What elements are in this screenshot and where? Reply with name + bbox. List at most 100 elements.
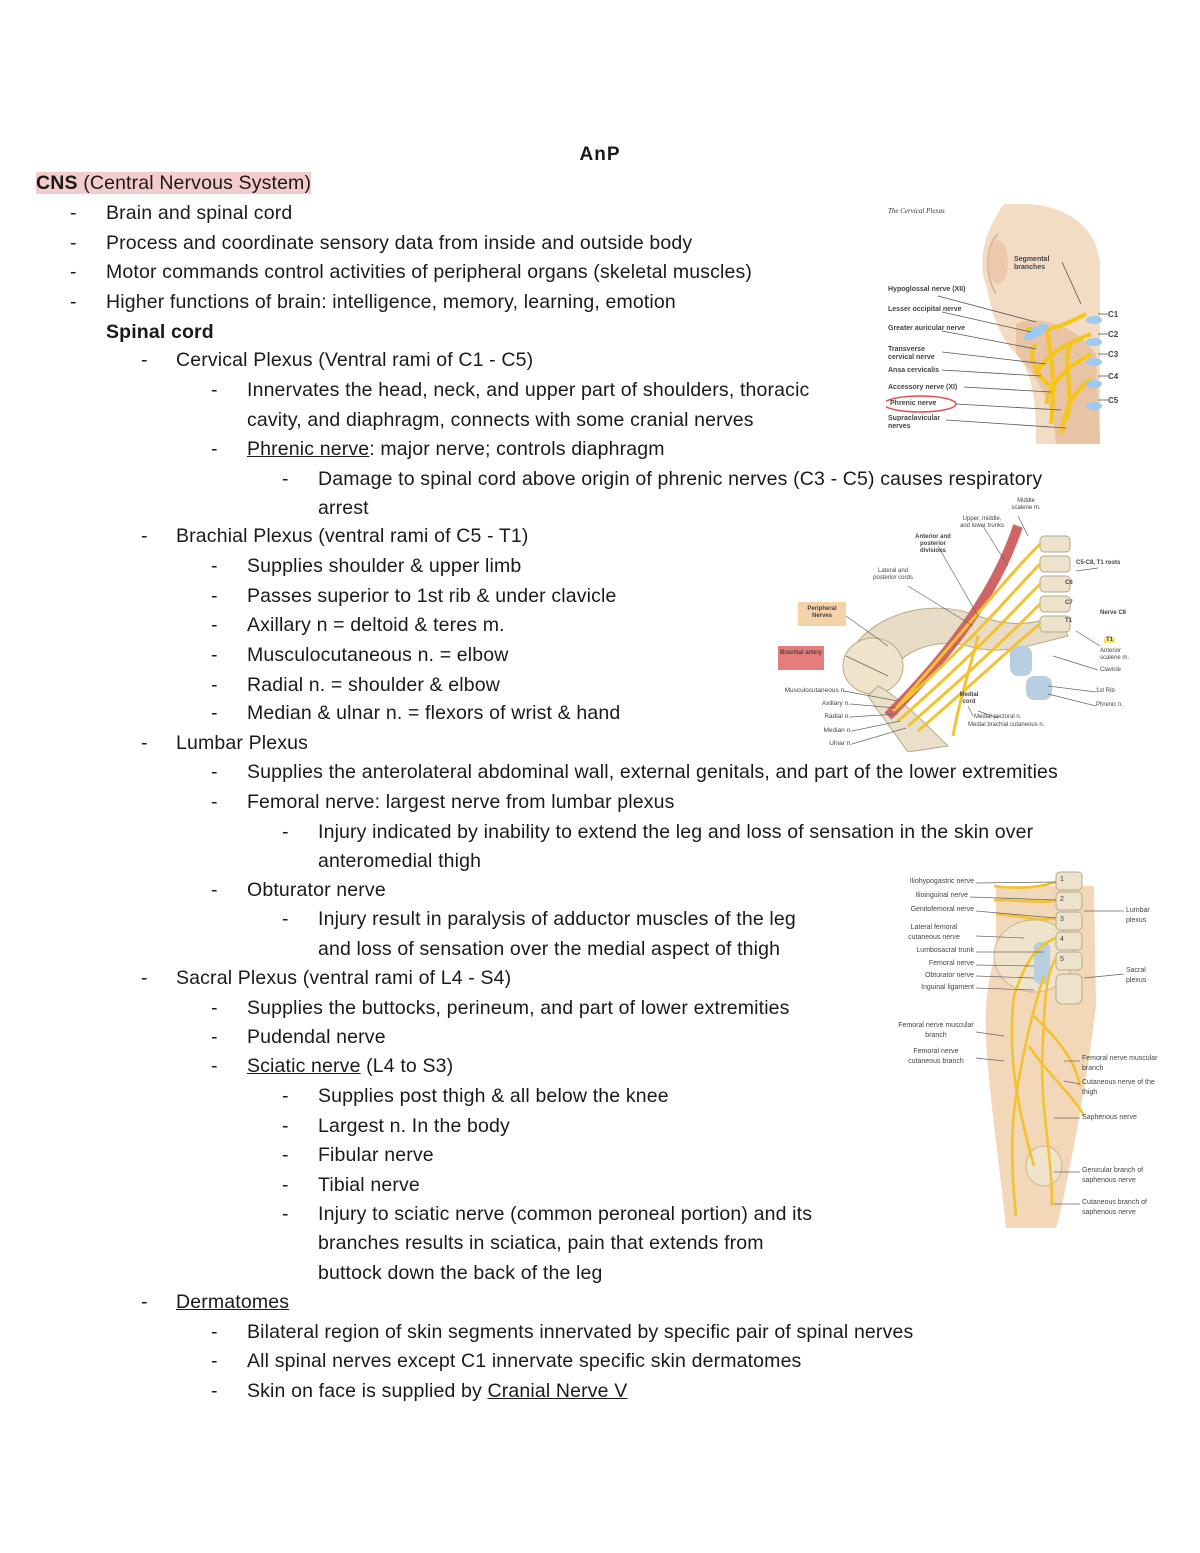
list-item-text: Passes superior to 1st rib & under clavi… <box>247 585 617 607</box>
figure-label: T1 <box>1065 618 1073 624</box>
figure-label: Phrenic n. <box>1096 702 1124 708</box>
bullet-dash: - <box>70 291 77 313</box>
figure-label: Obturator nerve <box>924 972 974 979</box>
list-item: -Obturator nerve <box>211 878 386 902</box>
list-item: -Median & ulnar n. = flexors of wrist & … <box>211 701 620 725</box>
figure-label: Genitofemoral nerve <box>910 906 974 913</box>
list-item-text: Pudendal nerve <box>247 1026 386 1048</box>
list-item: -Skin on face is supplied by Cranial Ner… <box>211 1379 627 1403</box>
bullet-dash: - <box>282 1115 289 1137</box>
bullet-dash: - <box>211 555 218 577</box>
list-item: - Injury result in paralysis of adductor … <box>282 907 796 931</box>
lumbar-sacral-plexus-figure: 1 2 3 4 5 Iliohypogastric nerve Ilioingu… <box>884 866 1170 1228</box>
bullet-dash: - <box>282 468 289 490</box>
list-item: -Brain and spinal cord <box>70 201 292 225</box>
figure-label: Medial cord <box>959 692 979 705</box>
list-item-continuation: arrest <box>318 497 369 519</box>
list-item: -Motor commands control activities of pe… <box>70 260 752 284</box>
list-item-text: Supplies the buttocks, perineum, and par… <box>247 997 790 1019</box>
figure-label: Upper, middle, and lower trunks <box>959 516 1005 529</box>
list-item-text: Injury result in paralysis of adductor m… <box>318 908 796 930</box>
list-item: - Radial n. = shoulder & elbow <box>211 673 500 697</box>
bullet-dash: - <box>141 967 148 989</box>
list-item-text: Injury indicated by inability to extend … <box>318 821 1034 843</box>
figure-label: C5-C8, T1 roots <box>1076 560 1121 566</box>
figure-label: C4 <box>1108 372 1119 381</box>
list-item: - Pudendal nerve <box>211 1025 386 1049</box>
list-item: -Femoral nerve: largest nerve from lumba… <box>211 790 675 814</box>
figure-label: Nerve C8 <box>1100 610 1127 616</box>
list-item-text: Higher functions of brain: intelligence,… <box>106 291 676 313</box>
list-item: -Musculocutaneous n. = elbow <box>211 643 509 667</box>
cns-rest: (Central Nervous System) <box>77 172 312 194</box>
list-item-text: Damage to spinal cord above origin of ph… <box>318 468 1043 490</box>
list-item-text: Brachial Plexus (ventral rami of C5 - T1… <box>176 525 529 547</box>
figure-label: Ulnar n. <box>829 740 852 747</box>
figure-label: Anterior and posterior divisions <box>915 534 951 554</box>
figure-label: Medial brachial cutaneous n. <box>968 722 1045 728</box>
figure-label: C3 <box>1108 350 1119 359</box>
bullet-dash: - <box>282 908 289 930</box>
bullet-dash: - <box>211 585 218 607</box>
bullet-dash: - <box>70 232 77 254</box>
brachial-plexus-heading: -Brachial Plexus (ventral rami of C5 - T… <box>141 524 529 548</box>
figure-label: Lateral and posterior cords <box>873 568 913 581</box>
figure-label: C7 <box>1065 600 1073 606</box>
cns-highlight: CNS (Central Nervous System) <box>36 172 312 194</box>
figure-label: Inguinal ligament <box>921 984 974 991</box>
list-item-text: All spinal nerves except C1 innervate sp… <box>247 1350 802 1372</box>
figure-label: Femoral nerve cutaneous branch <box>908 1048 964 1065</box>
list-item-text: Innervates the head, neck, and upper par… <box>247 379 810 401</box>
list-item-text: Median & ulnar n. = flexors of wrist & h… <box>247 702 621 724</box>
bullet-dash: - <box>211 674 218 696</box>
figure-label: Lesser occipital nerve <box>888 306 962 313</box>
cervical-plexus-heading: -Cervical Plexus (Ventral rami of C1 - C… <box>141 348 533 372</box>
list-item-text: Radial n. = shoulder & elbow <box>247 674 500 696</box>
figure-label: Ilioinguinal nerve <box>915 892 968 899</box>
figure-title: The Cervical Plexus <box>888 207 945 215</box>
figure-label: Transverse cervical nerve <box>888 346 935 361</box>
bullet-dash: - <box>282 1085 289 1107</box>
figure-label: Segmental branches <box>1014 256 1050 271</box>
list-item: -Process and coordinate sensory data fro… <box>70 231 692 255</box>
figure-label: Clavicle <box>1100 667 1122 673</box>
figure-label: Genicular branch of saphenous nerve <box>1082 1167 1144 1184</box>
figure-label: Cutaneous nerve of the thigh <box>1082 1079 1155 1096</box>
lumbar-plexus-heading: -Lumbar Plexus <box>141 731 308 755</box>
figure-label: Greater auricular nerve <box>888 325 966 332</box>
bullet-dash: - <box>211 438 218 460</box>
list-item-continuation: buttock down the back of the leg <box>318 1262 603 1284</box>
figure-label: C1 <box>1108 310 1119 319</box>
cranial-nerve-v-term: Cranial Nerve V <box>487 1380 628 1402</box>
vertebra-label: 2 <box>1060 896 1064 903</box>
figure-label: Femoral nerve muscular branch <box>898 1022 974 1039</box>
figure-label: Radial n. <box>824 713 850 720</box>
spinal-cord-heading: Spinal cord <box>106 321 214 343</box>
figure-label: Axillary n. <box>821 700 850 707</box>
bullet-dash: - <box>211 644 218 666</box>
bullet-dash: - <box>282 1144 289 1166</box>
list-item-text: Injury to sciatic nerve (common peroneal… <box>318 1203 813 1225</box>
cns-bold: CNS <box>36 172 78 194</box>
list-item-continuation: cavity, and diaphragm, connects with som… <box>247 409 754 431</box>
bullet-dash: - <box>211 1026 218 1048</box>
list-item-text: Motor commands control activities of per… <box>106 261 753 283</box>
list-item: -Largest n. In the body <box>282 1114 510 1138</box>
figure-label: Lateral femoral cutaneous nerve <box>908 924 960 941</box>
list-item-text: Dermatomes <box>176 1291 290 1313</box>
figure-label: Anterior scalene m. <box>1100 648 1130 661</box>
figure-label: Supraclavicular nerves <box>888 415 941 430</box>
vertebra-label: 4 <box>1060 936 1064 943</box>
list-item-text: Fibular nerve <box>318 1144 434 1166</box>
bullet-dash: - <box>211 614 218 636</box>
list-item-text: Obturator nerve <box>247 879 386 901</box>
list-item: -Sciatic nerve (L4 to S3) <box>211 1054 453 1078</box>
bullet-dash: - <box>211 1321 218 1343</box>
list-item-text: Supplies the anterolateral abdominal wal… <box>247 761 1058 783</box>
list-item: -Supplies post thigh & all below the kne… <box>282 1084 669 1108</box>
figure-label: Saphenous nerve <box>1082 1114 1137 1121</box>
figure-label: Lumbar plexus <box>1126 907 1150 924</box>
figure-label: T1 <box>1104 637 1116 643</box>
list-item: -Tibial nerve <box>282 1173 420 1197</box>
